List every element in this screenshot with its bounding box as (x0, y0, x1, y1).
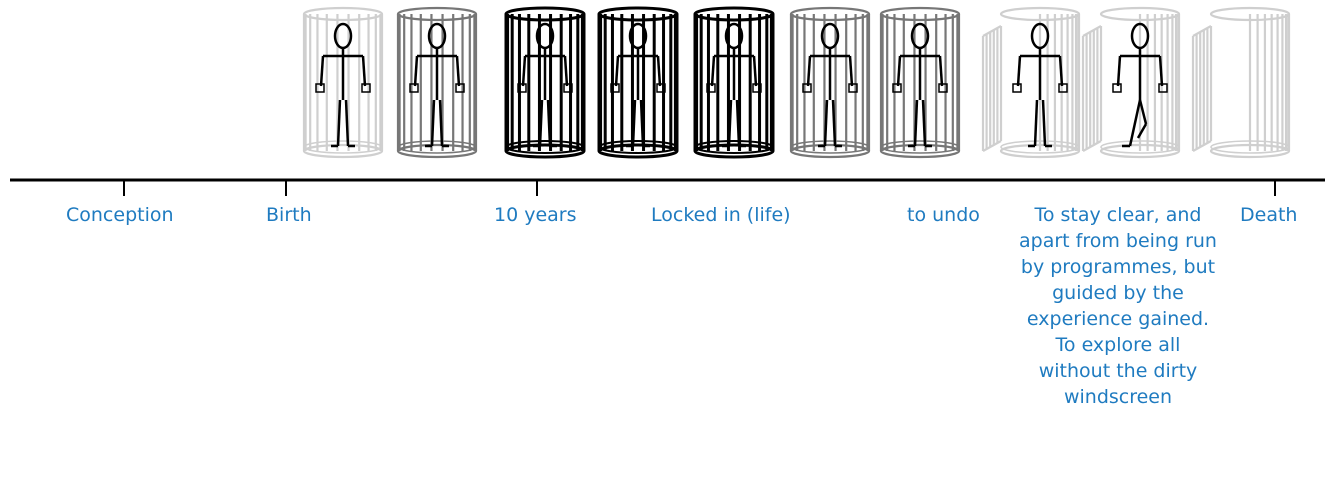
label-stay-clear: To stay clear, and apart from being run … (1018, 202, 1218, 410)
cage-figure-2 (398, 8, 476, 157)
cage-figure-10 (1193, 8, 1289, 157)
cage-figure-5 (695, 8, 773, 157)
cage-figure-4 (599, 8, 677, 157)
cage-figure-9 (1083, 8, 1179, 157)
stick-person (410, 24, 464, 146)
stick-person (518, 24, 572, 146)
cage-figure-3 (506, 8, 584, 157)
label-to-undo: to undo (907, 202, 980, 228)
label-birth: Birth (266, 202, 312, 228)
stick-person (707, 24, 761, 146)
stick-person (803, 24, 857, 146)
cage-figure-1 (304, 8, 382, 157)
label-conception: Conception (66, 202, 174, 228)
label-locked-in: Locked in (life) (651, 202, 791, 228)
cage-figure-6 (791, 8, 869, 157)
cage-figure-8 (983, 8, 1079, 157)
stick-person (316, 24, 370, 146)
cage-figure-7 (881, 8, 959, 157)
stick-person (611, 24, 665, 146)
stick-person (893, 24, 947, 146)
label-ten-years: 10 years (494, 202, 577, 228)
label-death: Death (1240, 202, 1297, 228)
